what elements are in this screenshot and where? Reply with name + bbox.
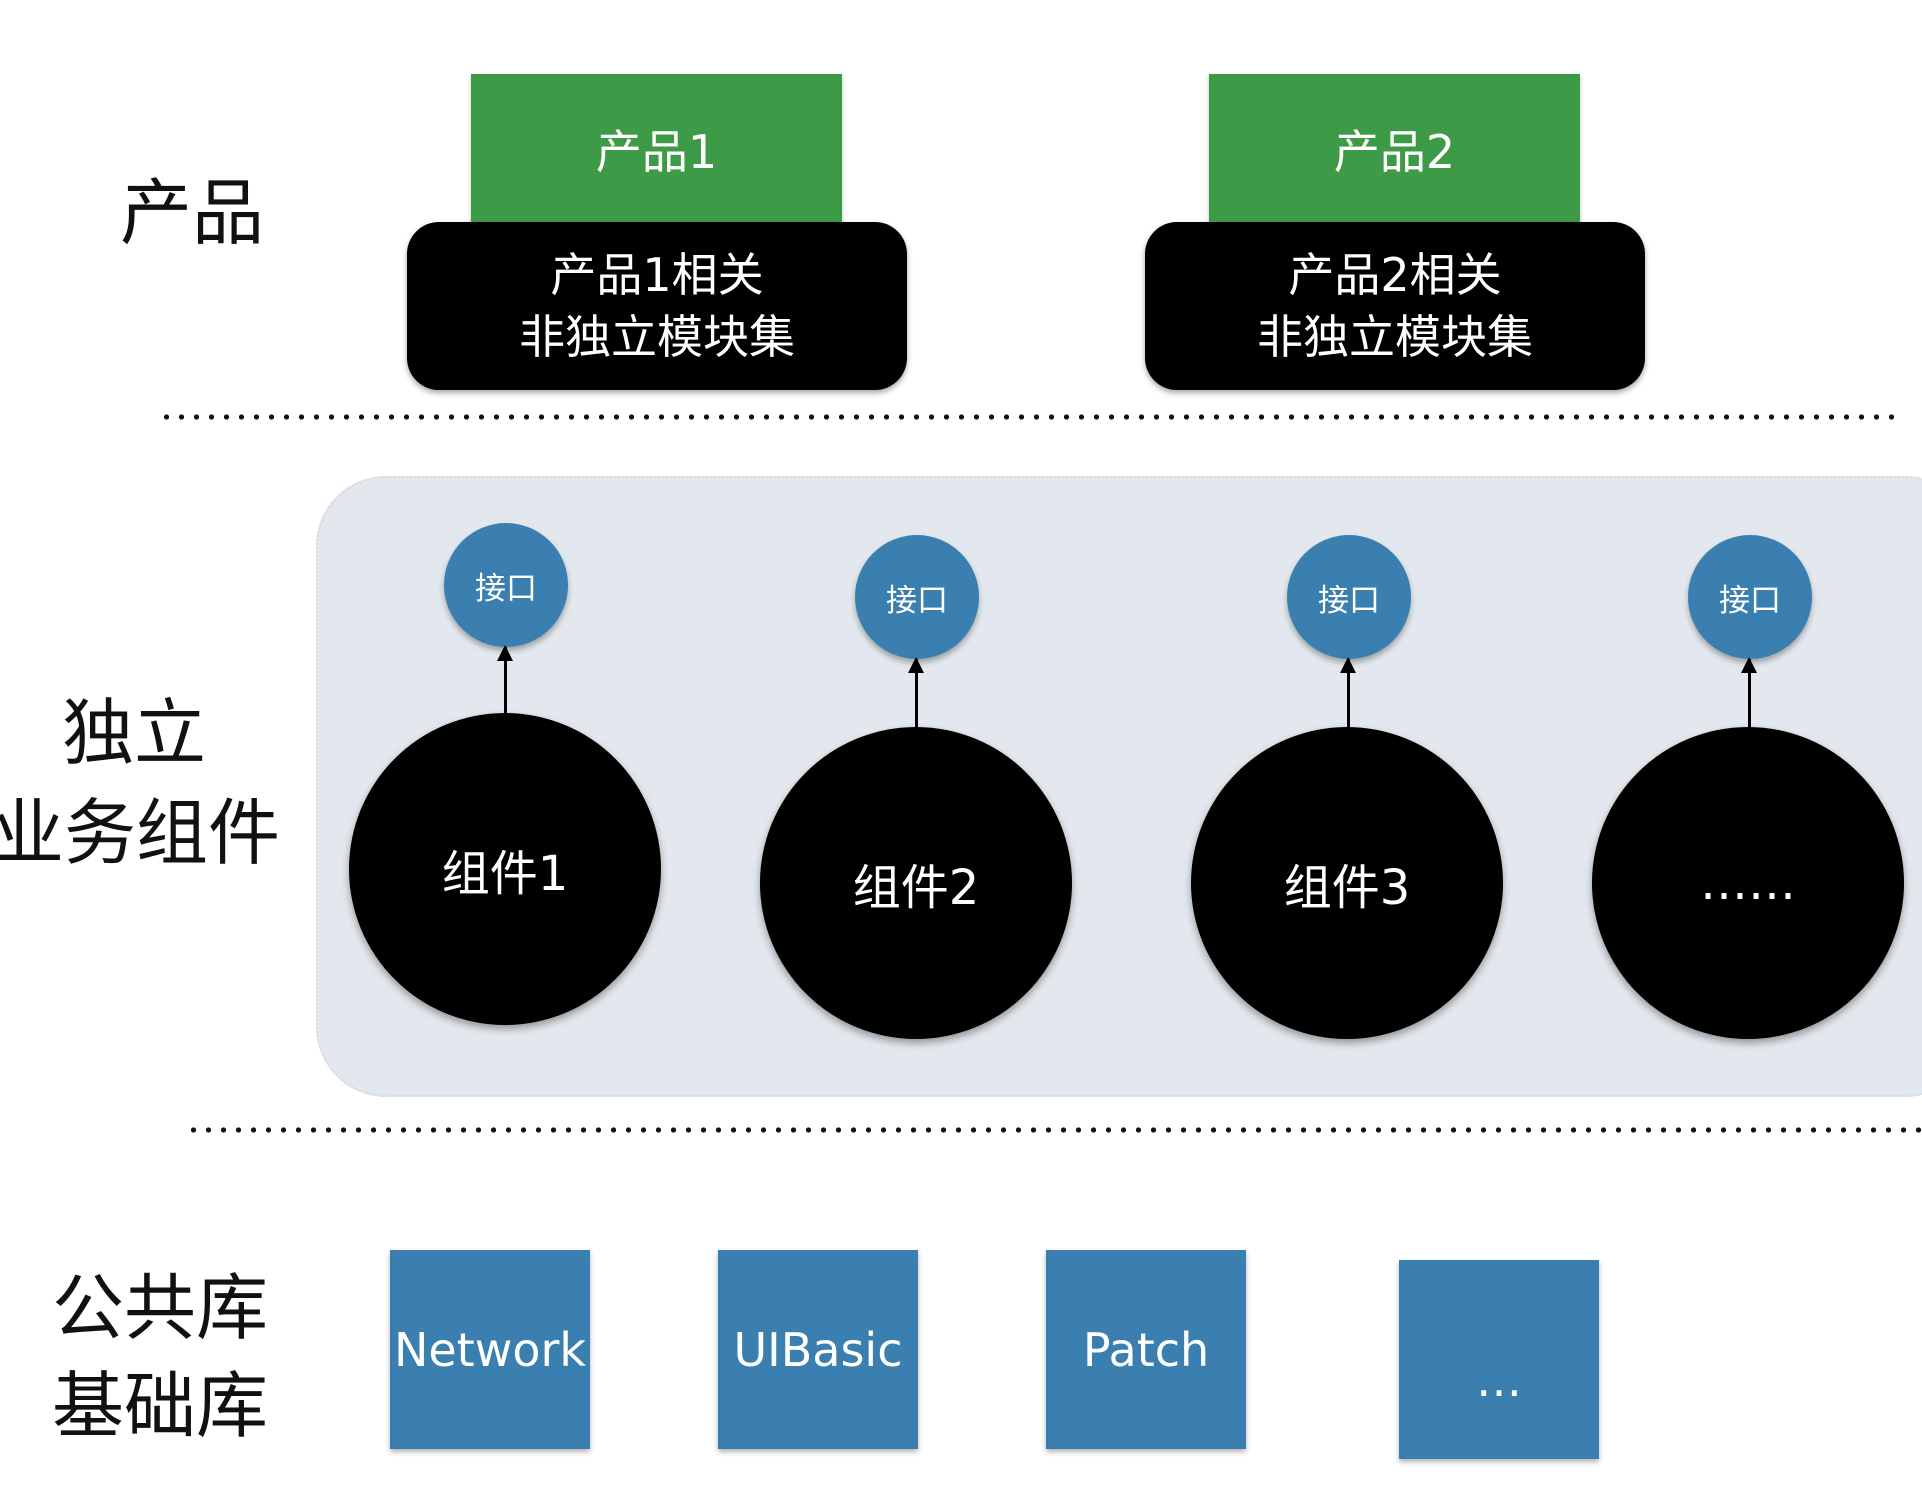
product-modules-1: 产品1相关 非独立模块集	[407, 222, 907, 390]
modules-line1: 产品1相关	[550, 247, 764, 302]
component-node-1: 组件1	[349, 713, 661, 1025]
library-patch: Patch	[1046, 1250, 1246, 1449]
library-uibasic: UIBasic	[718, 1250, 918, 1449]
divider-dotted-2	[186, 1127, 1922, 1133]
modules-line2: 非独立模块集	[519, 310, 795, 364]
interface-node-4: 接口	[1688, 535, 1812, 659]
arrow-icon	[1741, 657, 1757, 729]
divider-dotted-1	[159, 414, 1904, 420]
modules-line2: 非独立模块集	[1257, 310, 1533, 364]
arrow-icon	[497, 645, 513, 715]
component-node-more: ……	[1592, 727, 1904, 1039]
product-modules-2: 产品2相关 非独立模块集	[1145, 222, 1645, 390]
layer-label-library-2: 基础库	[52, 1364, 269, 1448]
product-box-1: 产品1	[471, 74, 842, 234]
component-node-3: 组件3	[1191, 727, 1503, 1039]
layer-label-business-2: 业务组件	[0, 791, 281, 875]
layer-label-library-1: 公共库	[52, 1266, 269, 1350]
library-network: Network	[390, 1250, 590, 1449]
modules-line1: 产品2相关	[1288, 247, 1502, 302]
interface-node-3: 接口	[1287, 535, 1411, 659]
component-node-2: 组件2	[760, 727, 1072, 1039]
layer-label-product: 产品	[120, 171, 265, 255]
product-box-2: 产品2	[1209, 74, 1580, 234]
library-more: …	[1399, 1260, 1599, 1459]
layer-label-business-1: 独立	[62, 691, 207, 775]
interface-node-1: 接口	[444, 523, 568, 647]
arrow-icon	[908, 657, 924, 729]
interface-node-2: 接口	[855, 535, 979, 659]
arrow-icon	[1340, 657, 1356, 729]
